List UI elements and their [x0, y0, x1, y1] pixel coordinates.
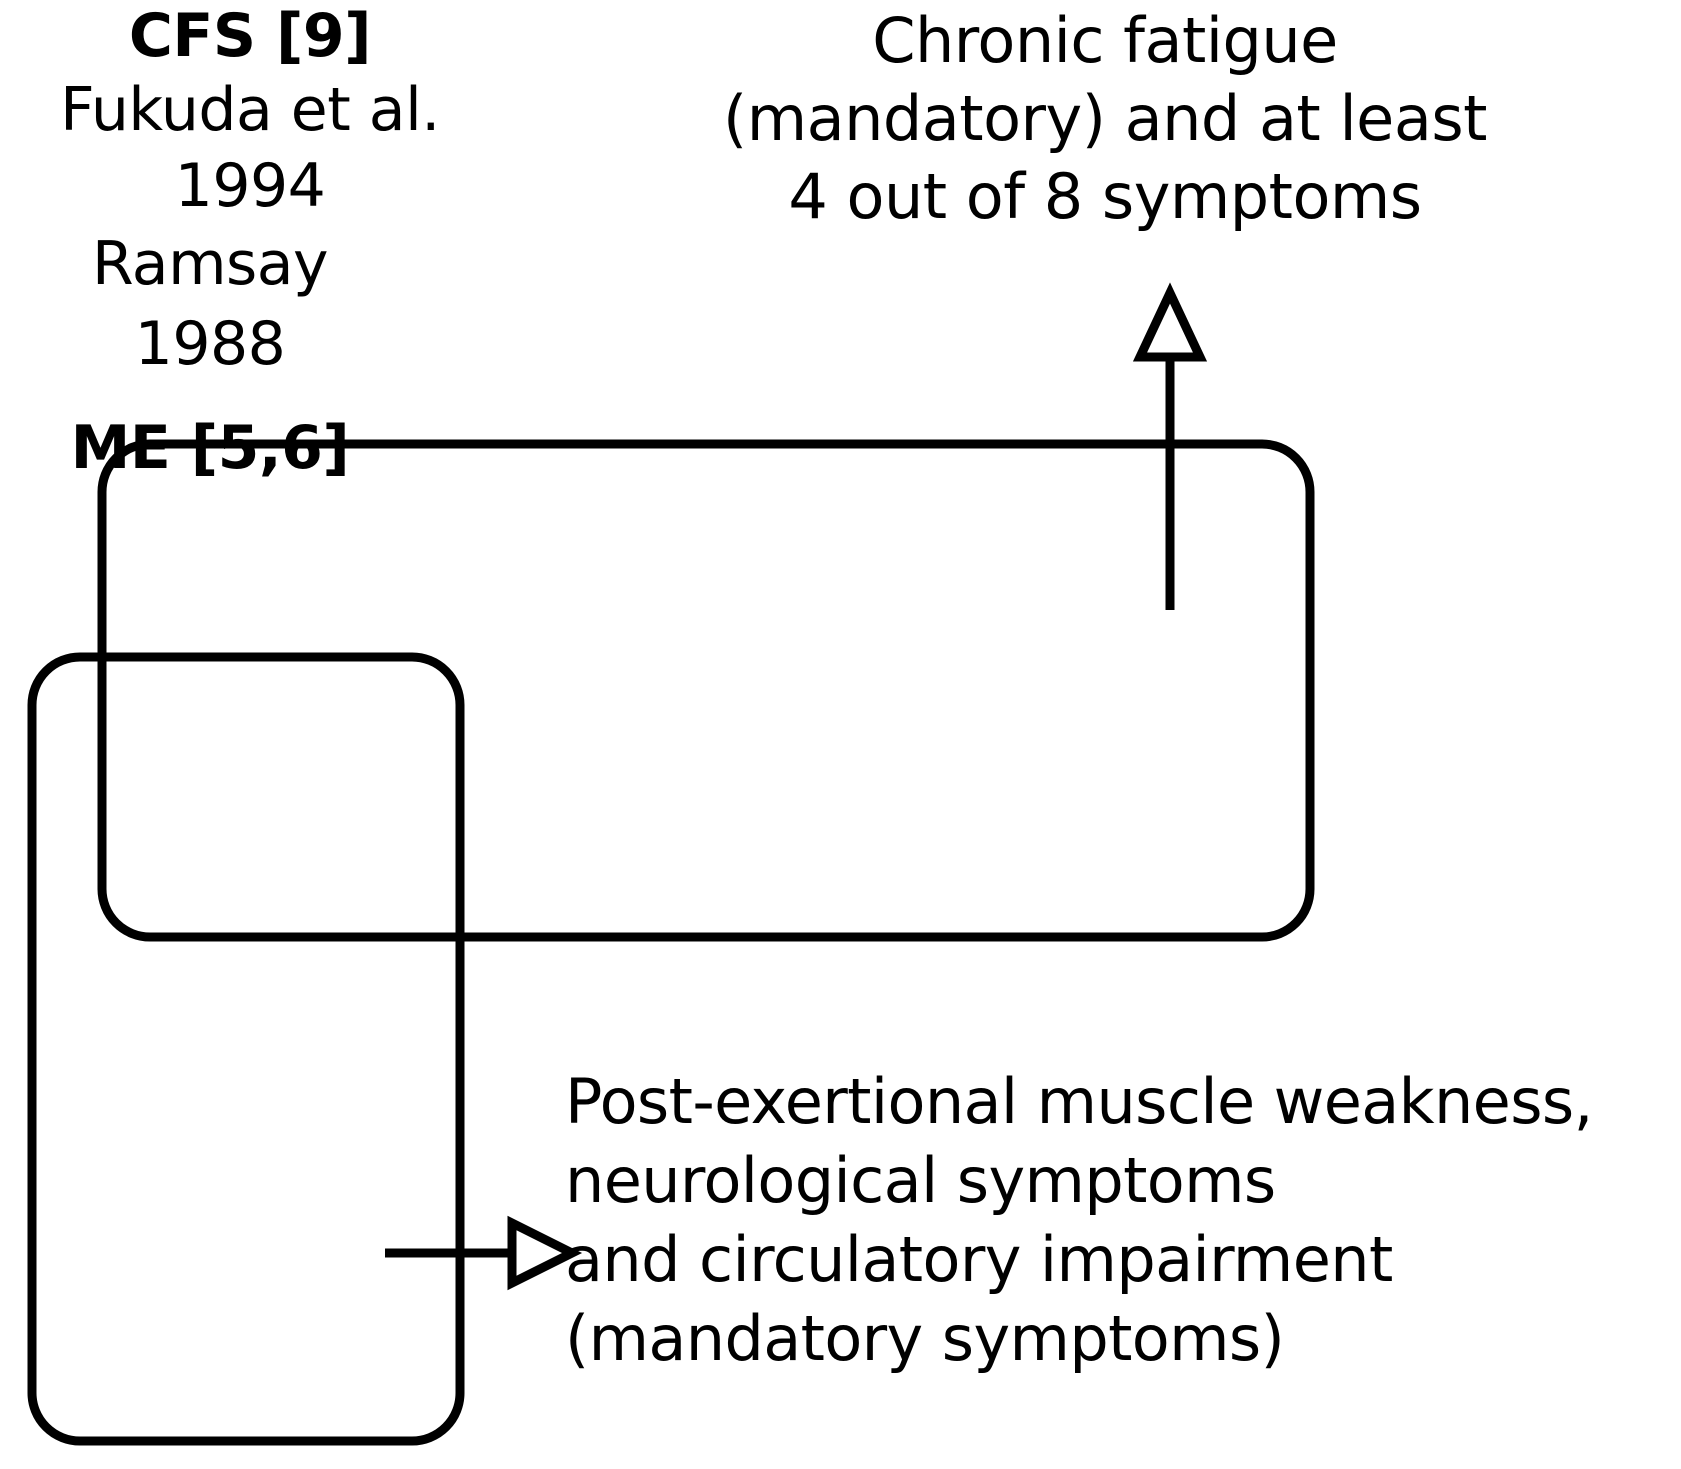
me-year: 1988 [134, 309, 286, 379]
cfs-author: Fukuda et al. [60, 75, 440, 145]
cfs-arrow-head-icon [1132, 282, 1208, 362]
cfs-year: 1994 [174, 151, 326, 221]
me-arrow-head-icon [507, 1215, 583, 1291]
me-description-text: Post-exertional muscle weakness, neurolo… [565, 1065, 1593, 1375]
me-author: Ramsay [91, 229, 329, 299]
me-box-outline[interactable] [27, 652, 465, 1446]
top-caption-text: Chronic fatigue (mandatory) and at least… [723, 4, 1487, 233]
cfs-label-group: CFS [9] Fukuda et al. 1994 [0, 0, 500, 224]
cfs-box-outline[interactable] [97, 439, 1315, 942]
cfs-title: CFS [9] [128, 1, 372, 71]
